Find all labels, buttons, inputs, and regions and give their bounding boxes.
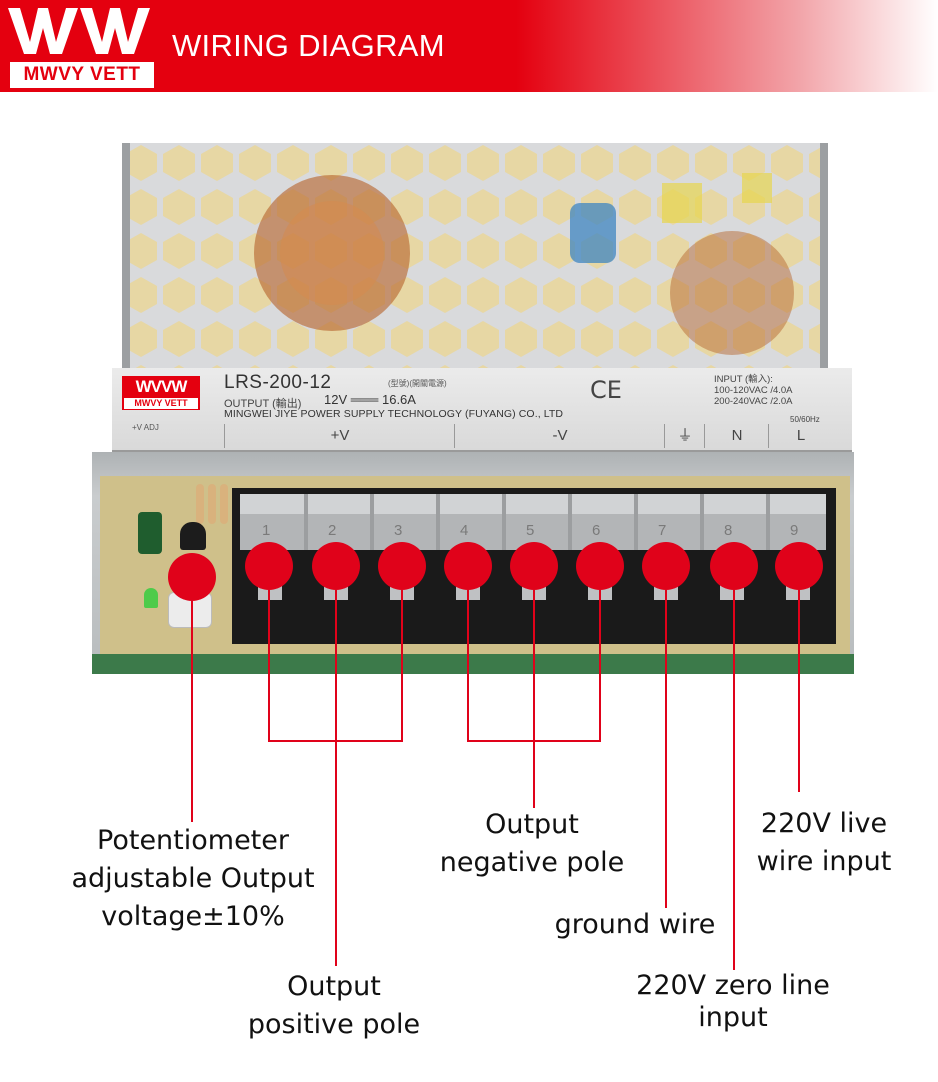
output-label: OUTPUT (輸出) [224, 398, 302, 410]
status-led [144, 588, 158, 608]
capacitor [138, 512, 162, 554]
annotation-line: Output [287, 971, 381, 1002]
annotation-line: Output [485, 809, 579, 840]
terminal-number-2: 2 [328, 522, 337, 539]
plate-brand-logo: WVVW MWVY VETT [122, 376, 200, 410]
marker-terminal-3 [378, 542, 426, 590]
terminal-label-n: N [704, 424, 769, 448]
terminal-number-6: 6 [592, 522, 601, 539]
model-number: LRS-200-12 [224, 372, 332, 393]
marker-terminal-1 [245, 542, 293, 590]
marker-terminal-4 [444, 542, 492, 590]
annotation-line: wire input [756, 846, 892, 877]
marker-terminal-8 [710, 542, 758, 590]
resistor [220, 484, 228, 524]
terminal-number-3: 3 [394, 522, 403, 539]
input-range-1: 100-120VAC /4.0A [714, 385, 793, 396]
input-range-2: 200-240VAC /2.0A [714, 396, 793, 407]
spec-label: WVVW MWVY VETT LRS-200-12 (型號)(開關電源) OUT… [112, 368, 852, 452]
terminal-number-8: 8 [724, 522, 733, 539]
perforated-cover [122, 143, 828, 369]
terminal-number-7: 7 [658, 522, 667, 539]
resistor [196, 484, 204, 524]
marker-terminal-5 [510, 542, 558, 590]
annotation-line: negative pole [439, 847, 625, 878]
annotation-positive-pole: Output positive pole [222, 968, 446, 1044]
annotation-zero-line: 220V zero line input [620, 970, 846, 1034]
transistor [180, 522, 206, 550]
model-suffix: (型號)(開關電源) [388, 379, 447, 388]
annotation-line: 220V live [760, 808, 888, 839]
plate-brand-name: MWVY VETT [124, 398, 198, 409]
marker-terminal-6 [576, 542, 624, 590]
brand-name: MWVY VETT [10, 62, 154, 88]
annotation-live-wire: 220V live wire input [736, 805, 912, 881]
terminal-number-5: 5 [526, 522, 535, 539]
terminal-label-ground: ⏚ [664, 424, 705, 448]
annotation-negative-pole: Output negative pole [420, 806, 644, 882]
annotation-line: positive pole [247, 1009, 421, 1040]
annotation-line: ground wire [554, 909, 716, 940]
output-rating: 12V ═══ 16.6A [324, 392, 416, 407]
marker-terminal-9 [775, 542, 823, 590]
annotation-potentiometer: Potentiometer adjustable Output voltage±… [48, 822, 338, 936]
manufacturer: MINGWEI JIYE POWER SUPPLY TECHNOLOGY (FU… [224, 408, 564, 420]
input-label: INPUT (輸入): [714, 374, 773, 385]
adj-label: +V ADJ [132, 423, 159, 432]
terminal-label-neg: -V [454, 424, 665, 448]
cover-mesh [122, 143, 828, 369]
marker-terminal-7 [642, 542, 690, 590]
terminal-number-4: 4 [460, 522, 469, 539]
annotation-line: voltage±10% [101, 901, 285, 932]
terminal-label-pos: +V [224, 424, 455, 448]
terminal-label-l: L [768, 424, 833, 448]
annotation-ground-wire: ground wire [530, 906, 740, 944]
annotation-line: adjustable Output [71, 863, 315, 894]
brand-logo: MWVY VETT [6, 6, 158, 88]
frequency: 50/60Hz [790, 415, 820, 424]
header-banner: MWVY VETT WIRING DIAGRAM [0, 0, 938, 92]
input-spec: INPUT (輸入): 100-120VAC /4.0A 200-240VAC … [714, 374, 844, 407]
page-title: WIRING DIAGRAM [172, 28, 445, 63]
marker-terminal-2 [312, 542, 360, 590]
annotation-line: Potentiometer [97, 825, 289, 856]
marker-potentiometer [168, 553, 216, 601]
annotation-line: 220V zero line [636, 970, 830, 1001]
wvvw-logo-mark [8, 8, 150, 54]
ce-mark: CE [590, 376, 622, 404]
plate-logo-mark: WVVW [135, 377, 188, 396]
terminal-number-1: 1 [262, 522, 271, 539]
annotation-line: input [698, 1002, 768, 1033]
terminal-number-9: 9 [790, 522, 799, 539]
resistor [208, 484, 216, 524]
pcb-edge [92, 654, 854, 674]
